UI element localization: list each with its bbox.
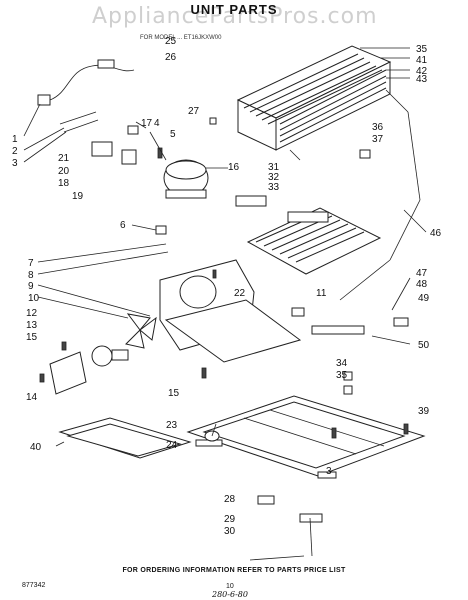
power-cord [37, 59, 135, 133]
callout-43: 43 [416, 74, 428, 85]
callout-5: 5 [170, 129, 176, 140]
callout-32: 32 [268, 172, 280, 183]
callout-35: 35 [336, 370, 348, 381]
callout-1: 1 [12, 134, 18, 145]
callout-46: 47 [416, 268, 428, 279]
callout-8: 8 [28, 270, 34, 281]
callout-12: 12 [26, 308, 38, 319]
callout-20: 20 [58, 166, 70, 177]
callout-29: 29 [224, 514, 236, 525]
callout-25: 25 [165, 36, 177, 47]
callout-6: 6 [120, 220, 126, 231]
callout-16: 16 [228, 162, 240, 173]
evaporator-coil [235, 195, 382, 275]
callout-23: 23 [166, 420, 178, 431]
callout-19: 19 [72, 191, 84, 202]
callout-11: 11 [316, 288, 327, 299]
callout-17: 17 [141, 118, 153, 129]
callout-2: 2 [12, 146, 18, 157]
base-frame [186, 395, 426, 523]
ordering-info-footer: FOR ORDERING INFORMATION REFER TO PARTS … [122, 567, 346, 574]
callout-36: 35 [416, 44, 428, 55]
callout-28: 28 [224, 494, 236, 505]
callout-14: 14 [26, 392, 38, 403]
fan-motor [39, 313, 157, 395]
model-subtitle: FOR MODEL ... ET16JKXW00 [140, 35, 222, 41]
callout-27: 27 [188, 106, 200, 117]
callout-42: 42 [416, 66, 428, 77]
watermark: AppliancePartsPros.com [92, 4, 378, 29]
page-number: 10 [226, 583, 234, 590]
callout-10: 10 [28, 293, 40, 304]
callout-26: 26 [165, 52, 177, 63]
callout-37: 36 [372, 122, 384, 133]
callout-48: 49 [418, 293, 430, 304]
callout-30: 30 [224, 526, 236, 537]
small-hardware [155, 117, 409, 442]
callout-49: 50 [418, 340, 430, 351]
callout-18: 18 [58, 178, 70, 189]
handwritten-note: 280-6-80 [212, 590, 248, 599]
callout-39: 39 [418, 406, 430, 417]
callout-9: 9 [28, 281, 34, 292]
callout-47: 48 [416, 279, 428, 290]
callout-7: 7 [28, 258, 34, 269]
callout-34: 34 [336, 358, 348, 369]
callout-33: 33 [268, 182, 280, 193]
callout-38: 37 [372, 134, 384, 145]
compressor [163, 159, 228, 199]
relay-bracket [91, 125, 163, 165]
callout-15b: 15 [168, 388, 180, 399]
callout-4: 4 [154, 118, 160, 129]
callout-40: 40 [30, 442, 42, 453]
callout-41: 41 [416, 55, 428, 66]
condenser-coil [236, 45, 421, 301]
callout-3a: 3 [12, 158, 18, 169]
callout-15a: 15 [26, 332, 38, 343]
callout-13: 13 [26, 320, 38, 331]
callout-24: 24 [166, 440, 178, 451]
callout-3b: 3 [326, 466, 332, 477]
callout-22: 22 [234, 288, 246, 299]
callout-21: 21 [58, 153, 70, 164]
drain-pan [58, 417, 192, 459]
document-code: 877342 [22, 582, 46, 589]
fan-shroud [159, 259, 302, 363]
callout-31: 31 [268, 162, 280, 173]
leader-lines [23, 47, 427, 561]
page-title: UNIT PARTS [190, 2, 278, 17]
callout-45: 46 [430, 228, 442, 239]
callout-labels: 25 26 35 41 42 43 27 17 4 5 36 37 1 2 3 … [12, 36, 442, 537]
